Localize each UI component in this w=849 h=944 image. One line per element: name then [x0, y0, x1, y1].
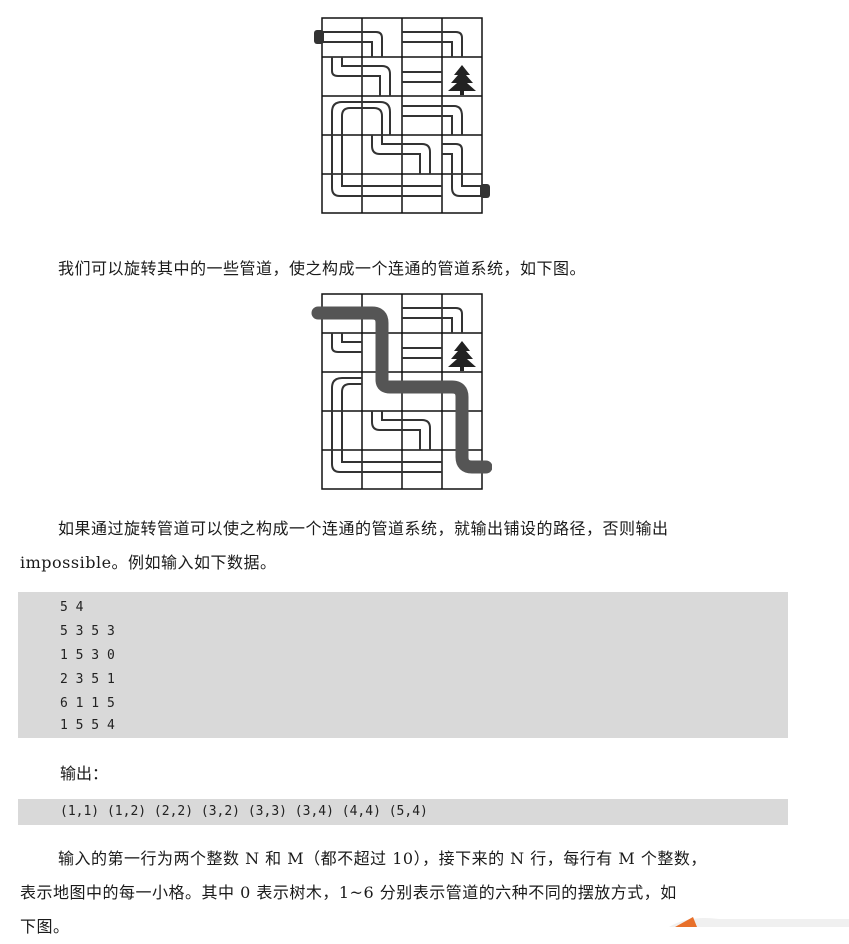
tree-icon — [448, 65, 476, 95]
tree-icon — [448, 341, 476, 371]
output-label: 输出： — [60, 764, 109, 783]
paragraph-input-format: 输入的第一行为两个整数 N 和 M（都不超过 10），接下来的 N 行，每行有 … — [20, 849, 707, 936]
input-data-block: 5 4 5 3 5 3 1 5 3 0 2 3 5 1 6 1 1 5 1 5 … — [18, 592, 788, 738]
input-line: 2 3 5 1 — [60, 672, 115, 687]
output-line: (1,1) (1,2) (2,2) (3,2) (3,3) (3,4) (4,4… — [60, 804, 428, 819]
input-line: 6 1 1 5 — [60, 696, 115, 711]
pipe-grid-figure-2 — [311, 293, 492, 490]
input-line: 5 4 — [60, 600, 84, 615]
input-line: 1 5 3 0 — [60, 648, 115, 663]
output-data-block: (1,1) (1,2) (2,2) (3,2) (3,3) (3,4) (4,4… — [18, 799, 788, 825]
pipe-grid-figure-1 — [314, 17, 490, 214]
paragraph-impossible: 如果通过旋转管道可以使之构成一个连通的管道系统，就输出铺设的路径，否则输出 im… — [20, 519, 669, 572]
input-line: 1 5 5 4 — [60, 718, 115, 733]
pipe-segments — [322, 31, 482, 197]
arrow-icon — [669, 917, 849, 927]
pipe-segments — [331, 307, 463, 473]
connected-path — [311, 306, 492, 474]
grid-lines — [321, 17, 483, 214]
input-line: 5 3 5 3 — [60, 624, 115, 639]
paragraph-rotate: 我们可以旋转其中的一些管道，使之构成一个连通的管道系统，如下图。 — [58, 259, 587, 278]
pipe-endpoints — [314, 30, 490, 198]
